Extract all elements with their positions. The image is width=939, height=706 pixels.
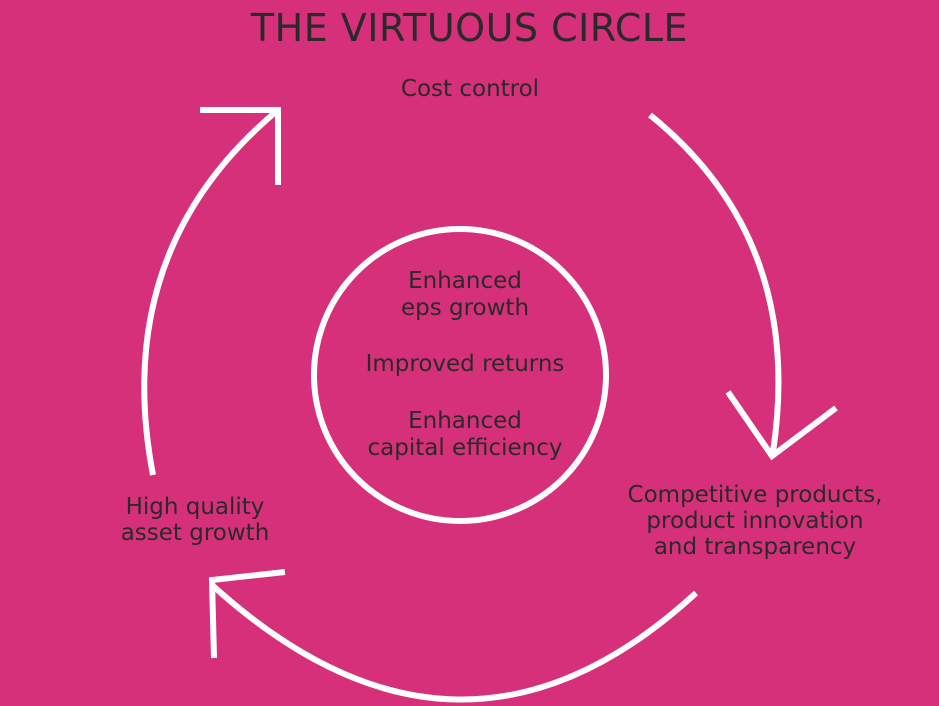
center-improved-returns: Improved returns bbox=[330, 351, 600, 378]
node-asset-line-2: asset growth bbox=[120, 520, 270, 546]
node-competitive-line-3: and transparency bbox=[653, 534, 857, 560]
center-circle bbox=[311, 226, 609, 524]
arrowhead-cost-to-competitive bbox=[725, 390, 838, 461]
arrowhead-asset-to-cost bbox=[200, 107, 281, 185]
center-capital-line-1: Enhanced bbox=[408, 408, 522, 434]
node-cost-control: Cost control bbox=[330, 76, 610, 102]
center-eps-line-2: eps growth bbox=[400, 295, 530, 321]
center-capital-efficiency: Enhanced capital efficiency bbox=[330, 408, 600, 462]
node-cost-control-label: Cost control bbox=[400, 76, 540, 102]
arrowhead-competitive-to-asset bbox=[208, 569, 286, 659]
node-competitive-line-1: Competitive products, bbox=[627, 482, 883, 508]
diagram-title: THE VIRTUOUS CIRCLE bbox=[250, 6, 689, 50]
node-competitive-line-2: product innovation bbox=[646, 508, 864, 534]
node-competitive-products: Competitive products, product innovation… bbox=[590, 482, 920, 560]
node-asset-line-1: High quality bbox=[125, 494, 265, 520]
center-eps-growth: Enhanced eps growth bbox=[330, 268, 600, 322]
arc-cost-to-competitive bbox=[648, 112, 782, 453]
node-asset-growth: High quality asset growth bbox=[70, 494, 320, 546]
center-returns-label: Improved returns bbox=[365, 351, 565, 377]
arc-competitive-to-asset bbox=[209, 582, 699, 703]
center-eps-line-1: Enhanced bbox=[408, 268, 522, 294]
center-capital-line-2: capital efficiency bbox=[367, 435, 563, 461]
arc-asset-to-cost bbox=[141, 107, 280, 476]
